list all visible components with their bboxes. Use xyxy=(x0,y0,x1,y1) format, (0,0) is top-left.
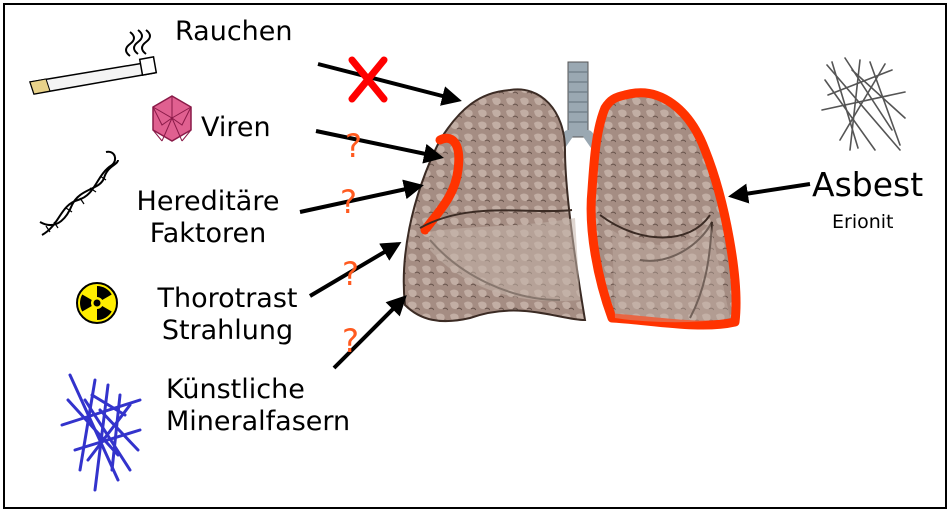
label-artificial-fibers: Künstliche Mineralfasern xyxy=(166,374,350,438)
arrow-viruses xyxy=(316,131,440,157)
dna-icon xyxy=(40,152,118,235)
label-thorotrast: Thorotrast Strahlung xyxy=(140,283,315,347)
arrow-hereditary xyxy=(300,186,420,212)
label-thorotrast-line1: Thorotrast xyxy=(140,283,315,315)
virus-icon xyxy=(153,96,191,141)
lungs-illustration xyxy=(404,62,736,325)
asbestos-fibers-icon xyxy=(822,58,905,150)
question-mark-fibers: ? xyxy=(342,325,359,357)
label-erionite: Erionit xyxy=(832,210,894,234)
label-smoking: Rauchen xyxy=(175,16,293,48)
label-hereditary-line2: Faktoren xyxy=(118,218,298,250)
question-mark-hereditary: ? xyxy=(340,186,357,218)
question-mark-viruses: ? xyxy=(345,130,362,162)
label-thorotrast-line2: Strahlung xyxy=(140,315,315,347)
radiation-icon xyxy=(75,283,117,324)
cigarette-icon xyxy=(30,30,156,94)
arrow-smoking xyxy=(318,64,458,100)
artificial-fibers-icon xyxy=(62,375,140,490)
label-hereditary: Hereditäre Faktoren xyxy=(118,186,298,250)
label-asbestos: Asbest xyxy=(812,166,923,204)
label-viruses: Viren xyxy=(201,112,271,144)
arrow-asbestos xyxy=(732,184,810,196)
label-hereditary-line1: Hereditäre xyxy=(118,186,298,218)
question-mark-thorotrast: ? xyxy=(342,258,359,290)
label-fibers-line2: Mineralfasern xyxy=(166,406,350,438)
label-fibers-line1: Künstliche xyxy=(166,374,350,406)
